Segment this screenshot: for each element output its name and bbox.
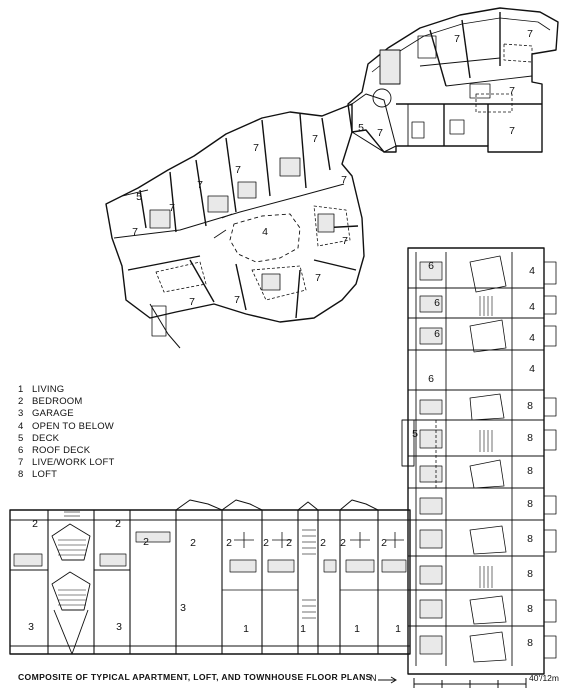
east-wing [401,247,557,675]
room-label-4: 4 [529,301,535,313]
scale-bar [378,676,527,688]
room-label-8: 8 [527,498,533,510]
east-wing-outline [407,247,545,675]
room-label-5: 5 [412,428,418,440]
room-label-8: 8 [527,637,533,649]
room-label-7: 7 [341,174,347,186]
legend-number: 4 [18,420,24,432]
room-label-7: 7 [527,28,533,40]
room-label-1: 1 [354,623,360,635]
room-label-7: 7 [189,296,195,308]
crescent-wing [105,103,365,349]
south-wing [9,499,411,655]
room-label-7: 7 [509,85,515,97]
legend-item: 3 GARAGE [18,408,115,420]
room-label-4: 4 [529,265,535,277]
room-label-2: 2 [226,537,232,549]
room-label-7: 7 [234,294,240,306]
room-label-3: 3 [116,621,122,633]
legend-item: 4 OPEN TO BELOW [18,421,115,433]
room-label-4: 4 [529,332,535,344]
scale-label: 40'/12m [529,673,559,683]
room-label-8: 8 [527,603,533,615]
legend-item: 5 DECK [18,433,115,445]
legend-number: 1 [18,384,24,395]
legend-number: 8 [18,469,24,481]
legend-number: 5 [18,432,24,444]
room-number-labels: 7 7 7 7 7 7 7 7 7 7 7 7 7 7 7 7 5 5 4 6 … [28,28,535,649]
connector-corridor [351,93,397,153]
room-label-7: 7 [132,226,138,238]
room-label-2: 2 [286,537,292,549]
legend-label: GARAGE [32,408,74,420]
room-label-5: 5 [136,191,142,203]
room-label-2: 2 [320,537,326,549]
room-label-8: 8 [527,568,533,580]
room-label-7: 7 [509,125,515,137]
room-label-7: 7 [342,235,348,247]
legend-item: 6 ROOF DECK [18,445,115,457]
room-label-7: 7 [235,164,241,176]
room-label-4: 4 [529,363,535,375]
legend-item: 2 BEDROOM [18,396,115,408]
room-label-3: 3 [28,621,34,633]
room-label-5: 5 [358,122,364,134]
room-label-8: 8 [527,432,533,444]
room-label-7: 7 [169,202,175,214]
legend-number: 3 [18,408,24,420]
room-label-3: 3 [180,602,186,614]
legend-number: 2 [18,396,24,408]
room-label-2: 2 [115,518,121,530]
room-label-7: 7 [454,33,460,45]
room-label-7: 7 [315,272,321,284]
legend-item: 1 LIVING [18,384,115,396]
room-label-2: 2 [190,537,196,549]
ne-wing [347,7,559,153]
room-label-7: 7 [253,142,259,154]
legend-label: ROOF DECK [32,445,91,457]
room-label-6: 6 [428,260,434,272]
room-label-7: 7 [377,127,383,139]
figure-caption: COMPOSITE OF TYPICAL APARTMENT, LOFT, AN… [18,672,372,682]
room-label-2: 2 [32,518,38,530]
room-label-4: 4 [262,226,268,238]
room-label-8: 8 [527,400,533,412]
legend-label: DECK [32,432,60,444]
room-label-1: 1 [395,623,401,635]
room-label-7: 7 [312,133,318,145]
south-wing-outline [9,509,411,655]
legend-item: 8 LOFT [18,469,115,481]
room-label-1: 1 [243,623,249,635]
room-label-6: 6 [434,328,440,340]
legend-label: OPEN TO BELOW [32,420,114,432]
ne-wing-outline [347,7,559,153]
room-label-6: 6 [428,373,434,385]
legend-label: LIVE/WORK LOFT [32,457,115,469]
legend-label: BEDROOM [32,396,83,408]
north-arrow-label: N [370,673,377,683]
legend-item: 7 LIVE/WORK LOFT [18,457,115,469]
room-label-6: 6 [434,297,440,309]
crescent-outline [105,103,365,323]
legend-number: 6 [18,445,24,457]
room-label-8: 8 [527,533,533,545]
room-label-2: 2 [143,536,149,548]
legend-label: LOFT [32,469,58,481]
legend-label: LIVING [32,384,65,395]
room-label-2: 2 [340,537,346,549]
room-label-8: 8 [527,465,533,477]
room-label-2: 2 [263,537,269,549]
room-label-1: 1 [300,623,306,635]
room-label-2: 2 [381,537,387,549]
legend-number: 7 [18,457,24,469]
room-label-7: 7 [197,179,203,191]
